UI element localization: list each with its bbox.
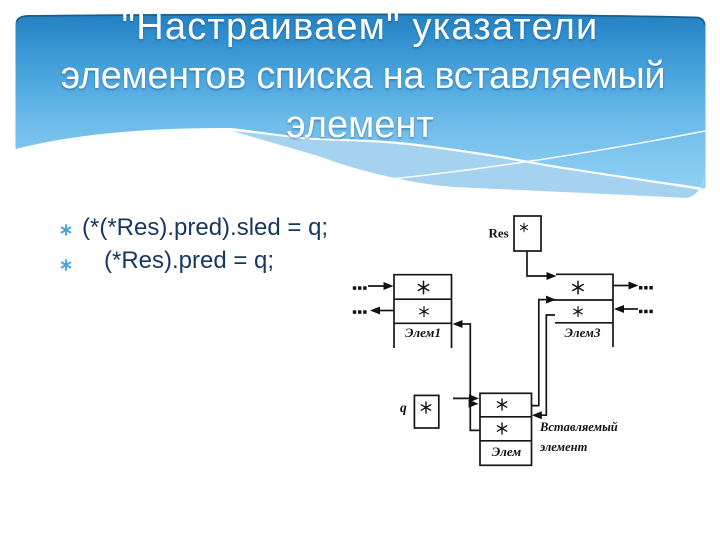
svg-text:q: q	[400, 400, 407, 415]
svg-text:Элем3: Элем3	[565, 325, 601, 340]
svg-text:Элем1: Элем1	[405, 325, 441, 340]
svg-text:Вставляемый: Вставляемый	[539, 420, 618, 434]
svg-text:элемент: элемент	[539, 440, 588, 454]
svg-text:Элем: Элем	[492, 444, 521, 459]
svg-text:Res: Res	[489, 226, 509, 241]
